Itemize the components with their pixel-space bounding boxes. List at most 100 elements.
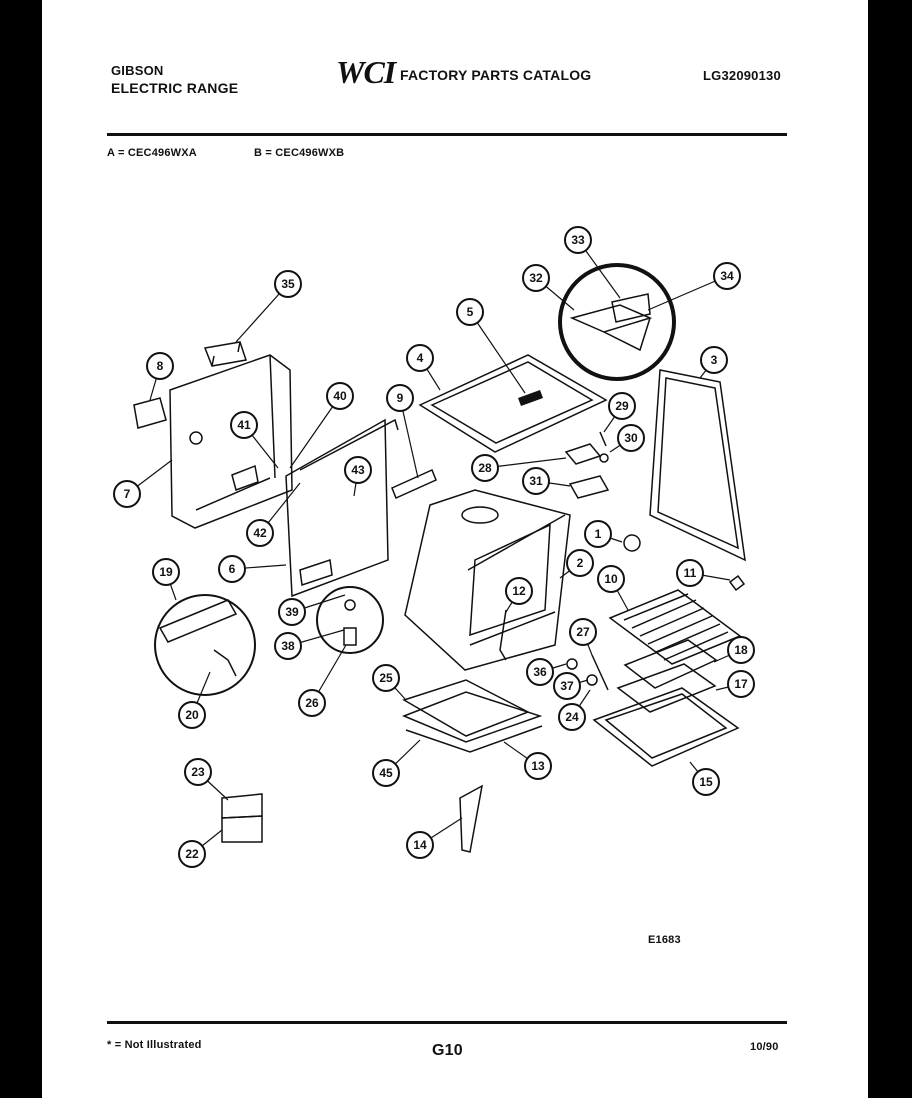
- callout-4: 4: [406, 344, 434, 372]
- callout-14: 14: [406, 831, 434, 859]
- part-cooktop-4: [418, 354, 608, 453]
- svg-text:43: 43: [351, 463, 365, 477]
- callout-12: 12: [505, 577, 533, 605]
- svg-text:1: 1: [595, 527, 602, 541]
- callout-7: 7: [113, 480, 141, 508]
- svg-text:37: 37: [560, 679, 574, 693]
- svg-text:28: 28: [478, 461, 492, 475]
- catalog-title: FACTORY PARTS CATALOG: [400, 67, 592, 83]
- part-rack-10: [608, 589, 742, 665]
- footer-rule: [107, 1021, 787, 1024]
- part-bracket-35: [203, 341, 247, 367]
- wci-logo: WCI: [336, 54, 396, 90]
- part-foot-11: [728, 574, 746, 592]
- svg-text:27: 27: [576, 625, 590, 639]
- svg-text:40: 40: [333, 389, 347, 403]
- detail-inset-19-20: [154, 594, 256, 696]
- svg-text:2: 2: [577, 556, 584, 570]
- footer-note: * = Not Illustrated: [107, 1039, 202, 1051]
- callout-3: 3: [700, 346, 728, 374]
- part-panel-8: [133, 397, 167, 429]
- callout-45: 45: [372, 759, 400, 787]
- svg-text:29: 29: [615, 399, 629, 413]
- header-rule: [107, 133, 787, 136]
- callout-38: 38: [274, 632, 302, 660]
- svg-text:19: 19: [159, 565, 173, 579]
- svg-text:34: 34: [720, 269, 734, 283]
- callout-29: 29: [608, 392, 636, 420]
- svg-text:32: 32: [529, 271, 543, 285]
- svg-text:3: 3: [711, 353, 718, 367]
- callout-6: 6: [218, 555, 246, 583]
- callout-1: 1: [584, 520, 612, 548]
- svg-text:5: 5: [467, 305, 474, 319]
- part-element-12: [499, 609, 507, 661]
- svg-text:9: 9: [397, 391, 404, 405]
- svg-text:39: 39: [285, 605, 299, 619]
- svg-text:17: 17: [734, 677, 748, 691]
- callout-34: 34: [713, 262, 741, 290]
- callout-23: 23: [184, 758, 212, 786]
- svg-text:11: 11: [684, 566, 697, 580]
- svg-text:18: 18: [734, 643, 748, 657]
- svg-text:31: 31: [529, 474, 543, 488]
- svg-text:14: 14: [413, 838, 427, 852]
- svg-text:10: 10: [604, 572, 618, 586]
- page-number: G10: [432, 1042, 463, 1059]
- svg-text:15: 15: [699, 775, 713, 789]
- part-handle-14: [459, 784, 484, 853]
- callout-31: 31: [522, 467, 550, 495]
- svg-text:12: 12: [512, 584, 526, 598]
- callout-36: 36: [526, 658, 554, 686]
- callout-22: 22: [178, 840, 206, 868]
- svg-text:42: 42: [253, 526, 267, 540]
- svg-text:38: 38: [281, 639, 295, 653]
- svg-text:13: 13: [531, 759, 545, 773]
- callout-8: 8: [146, 352, 174, 380]
- brand-label: GIBSON: [111, 63, 164, 78]
- callout-42: 42: [246, 519, 274, 547]
- svg-text:8: 8: [157, 359, 164, 373]
- callout-30: 30: [617, 424, 645, 452]
- part-door-15: [592, 687, 740, 767]
- callout-28: 28: [471, 454, 499, 482]
- callout-39: 39: [278, 598, 306, 626]
- callout-40: 40: [326, 382, 354, 410]
- detail-inset-32-34: [558, 263, 676, 381]
- callout-11: 11: [676, 559, 704, 587]
- svg-text:26: 26: [305, 696, 319, 710]
- part-knob-1: [623, 534, 641, 552]
- callout-35: 35: [274, 270, 302, 298]
- svg-text:4: 4: [417, 351, 424, 365]
- callout-15: 15: [692, 768, 720, 796]
- part-door-18: [623, 639, 718, 689]
- svg-text:33: 33: [571, 233, 585, 247]
- callout-24: 24: [558, 703, 586, 731]
- callout-17: 17: [727, 670, 755, 698]
- detail-inset-26-39: [316, 586, 384, 654]
- callout-33: 33: [564, 226, 592, 254]
- svg-text:35: 35: [281, 277, 295, 291]
- svg-text:7: 7: [124, 487, 131, 501]
- part-switch-9: [391, 468, 437, 500]
- part-oven-body: [404, 489, 571, 671]
- callout-9: 9: [386, 384, 414, 412]
- svg-text:30: 30: [624, 431, 638, 445]
- model-b-label: B = CEC496WXB: [254, 147, 345, 159]
- svg-text:20: 20: [185, 708, 199, 722]
- parts-catalog-page: [42, 0, 868, 1098]
- callout-37: 37: [553, 672, 581, 700]
- svg-text:24: 24: [565, 710, 579, 724]
- part-drawer-25-13: [401, 679, 543, 753]
- product-label: ELECTRIC RANGE: [111, 80, 239, 96]
- callout-13: 13: [524, 752, 552, 780]
- revision-date: 10/90: [750, 1041, 779, 1053]
- callout-27: 27: [569, 618, 597, 646]
- part-rear-panel-7: [169, 354, 293, 529]
- callout-32: 32: [522, 264, 550, 292]
- catalog-number: LG32090130: [703, 68, 781, 83]
- callout-41: 41: [230, 411, 258, 439]
- callout-19: 19: [152, 558, 180, 586]
- svg-text:25: 25: [379, 671, 393, 685]
